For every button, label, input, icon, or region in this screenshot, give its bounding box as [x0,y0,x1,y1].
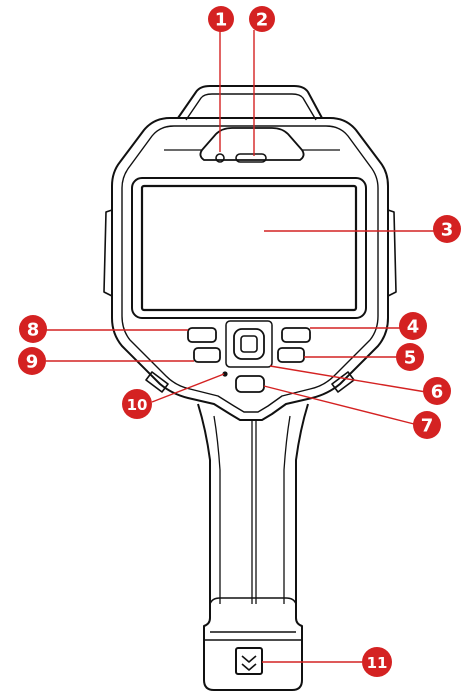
callout-1: 1 [208,6,234,32]
callout-circle [19,315,47,343]
callout-9: 9 [18,347,46,375]
bottom-left-button[interactable] [193,347,221,363]
top-hood [177,85,323,119]
callout-circle [396,343,424,371]
ok-button-center [240,335,258,353]
callout-number: 10 [127,396,148,414]
leader-6 [269,365,427,393]
handle-outline [197,403,309,691]
callout-circle [413,411,441,439]
callout-number: 6 [431,382,444,403]
top-left-button[interactable] [187,327,217,343]
main-body-outline [111,117,389,421]
keypad-surround [225,320,273,368]
battery-latch-mark [241,655,257,671]
callout-10: 10 [122,389,152,419]
bottom-right-button[interactable] [277,347,305,363]
callout-circle [362,647,392,677]
callout-number: 8 [27,320,40,341]
handle-collar [209,597,297,605]
callout-5: 5 [396,343,424,371]
callout-number: 7 [421,416,434,437]
right-side-grip [387,209,397,297]
callout-11: 11 [362,647,392,677]
top-hood-inner [185,93,317,121]
callout-number: 5 [404,348,417,369]
callout-number: 4 [407,317,420,338]
callout-circle [122,389,152,419]
callout-circle [399,312,427,340]
callout-number: 1 [215,10,228,31]
left-side-grip [103,209,113,297]
handle-inner-right [283,415,291,604]
leader-7 [263,385,415,425]
top-right-button[interactable] [281,327,311,343]
battery-latch[interactable] [235,647,263,675]
screen-frame [131,177,367,319]
callout-circle [208,6,234,32]
callout-circle [18,347,46,375]
callout-number: 9 [26,352,39,373]
handle-inner-left [213,415,221,604]
left-shoulder-button[interactable] [145,371,169,393]
callout-number: 2 [256,10,269,31]
callout-circle [433,215,461,243]
handle-base [204,631,302,641]
callout-4: 4 [399,312,427,340]
callout-badges: 1 2 3 4 56 7 8 9 10 11 [18,6,461,677]
keypad [187,320,311,393]
leader-lines [46,30,434,663]
bottom-center-button[interactable] [235,375,265,393]
callout-number: 3 [441,220,454,241]
device-body [103,85,397,691]
callout-2: 2 [249,6,275,32]
screen [140,184,358,312]
callout-circle [249,6,275,32]
main-body-inner [121,125,379,413]
speaker-grille [235,153,267,163]
leader-10 [151,373,225,403]
callout-6: 6 [423,377,451,405]
right-shoulder-button[interactable] [331,371,355,393]
callout-8: 8 [19,315,47,343]
callout-circle [423,377,451,405]
ok-button[interactable] [233,328,265,360]
sensor-bezel [199,127,305,161]
callout-number: 11 [367,654,388,672]
light-sensor [215,153,225,163]
indicator-light [222,371,228,377]
callout-3: 3 [433,215,461,243]
callout-7: 7 [413,411,441,439]
